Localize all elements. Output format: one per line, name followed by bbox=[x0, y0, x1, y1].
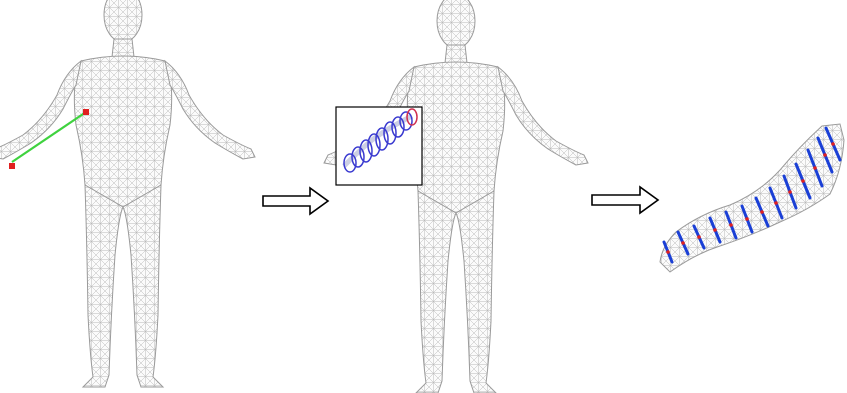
human-mesh-2 bbox=[324, 0, 588, 393]
shoulder-marker bbox=[83, 109, 89, 115]
step-arrow bbox=[592, 187, 658, 213]
step-arrow bbox=[263, 188, 328, 214]
arm-segment-detail bbox=[660, 124, 844, 272]
human-mesh-1 bbox=[0, 0, 255, 387]
wrist-marker bbox=[9, 163, 15, 169]
